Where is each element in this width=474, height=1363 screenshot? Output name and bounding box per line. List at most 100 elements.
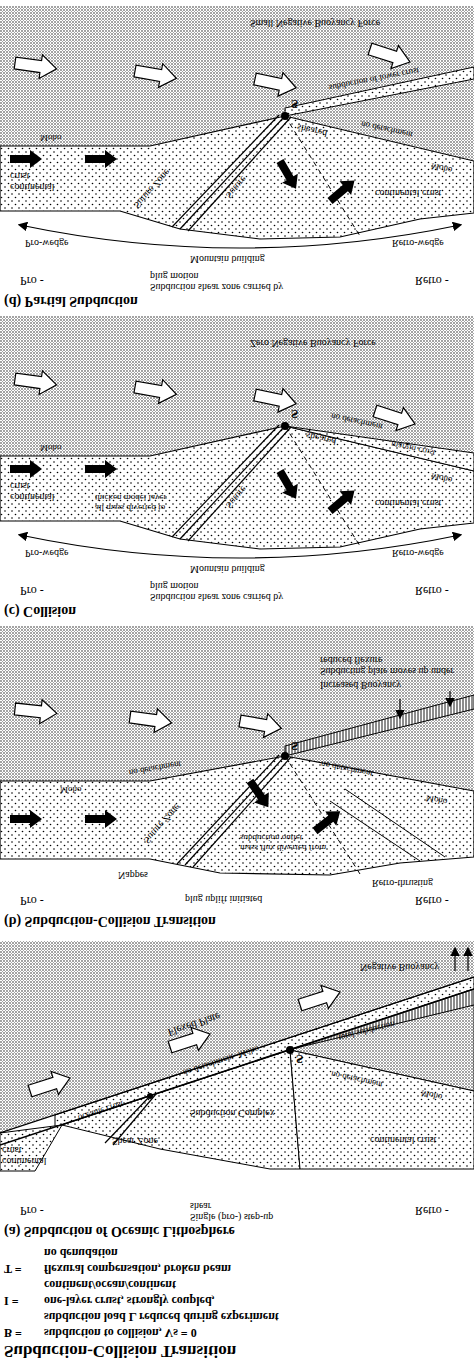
annotation-label: Pro - — [20, 1204, 44, 1217]
illustration-part — [286, 1046, 294, 1054]
annotation-label: Mountain building — [190, 254, 265, 265]
illustration-part — [85, 460, 117, 478]
illustration-part — [133, 59, 179, 90]
annotation-label: all mass diverted to thicken model layer — [95, 493, 190, 513]
illustration-part — [0, 989, 474, 1145]
annotation-label: continental crust — [10, 171, 70, 193]
annotation-label: one-layer crust, strongly coupled, — [44, 1294, 215, 1307]
annotation-label: (a) Subduction of Oceanic Lithosphere — [4, 1223, 235, 1239]
annotation-label: continental crust — [375, 498, 465, 509]
illustration-part — [180, 116, 285, 229]
annotation-label: Retro-wedge — [392, 238, 444, 249]
annotation-label: Subduction shear zone carried by plug mo… — [150, 581, 300, 603]
illustration-part — [0, 426, 474, 549]
illustration-part — [128, 705, 173, 735]
annotation-label: Subduction Complex — [190, 1108, 275, 1119]
annotation-label: continental crust — [370, 1135, 460, 1146]
annotation-label: subduction to collision, Vs = 0 — [44, 1326, 197, 1339]
illustration-part — [20, 535, 460, 558]
illustration-part — [85, 150, 117, 168]
annotation-label: Subducting plate moves up under reduced … — [320, 655, 470, 677]
illustration-part — [0, 977, 474, 1133]
annotation-label: S — [291, 96, 298, 111]
illustration-part — [290, 1050, 474, 1169]
illustration-part — [188, 117, 291, 231]
illustration-part — [0, 316, 474, 456]
illustration-part — [13, 51, 58, 81]
illustration-part — [454, 949, 455, 971]
illustration-part — [238, 709, 284, 740]
illustration-part — [14, 697, 58, 725]
illustration-part — [20, 225, 460, 248]
annotation-label: Retro - — [415, 894, 449, 907]
annotation-label: (d) Partial Subduction — [4, 293, 138, 309]
annotation-label: Nappes — [118, 870, 148, 881]
annotation-label: plug uplift initiated — [185, 894, 262, 905]
annotation-label: Single (pro-) step-up shear — [190, 1201, 275, 1223]
annotation-label: Retro-wedge — [392, 548, 444, 559]
illustration-part — [0, 756, 474, 875]
annotation-label: Retro-thrusting — [372, 878, 433, 889]
annotation-label: no denudation — [44, 1246, 118, 1259]
illustration-part — [285, 695, 474, 756]
illustration-part — [324, 484, 360, 518]
annotation-label: continent/ocean/continent — [44, 1278, 176, 1291]
illustration-part — [13, 367, 58, 397]
annotation-label: Moho — [40, 133, 62, 143]
illustration-part — [172, 115, 279, 227]
annotation-label: Pro-wedge — [25, 548, 68, 559]
annotation-label: T = — [4, 1262, 22, 1275]
illustration-part — [272, 157, 304, 194]
diagram-title: Subduction-Collision Transition — [4, 1342, 236, 1361]
annotation-label: subduction load L reduced during experim… — [44, 1310, 279, 1323]
annotation-label: Subduction shear zone carried by plug mo… — [150, 271, 300, 293]
illustration-part — [243, 776, 276, 813]
illustration-part — [0, 1125, 62, 1171]
illustration-part — [281, 752, 289, 760]
annotation-label: Small Negative Buoyancy Force — [250, 18, 380, 29]
illustration-part — [10, 810, 42, 828]
illustration-part — [147, 1093, 153, 1099]
illustration-part — [399, 699, 400, 717]
annotation-label: Moho — [60, 785, 82, 795]
annotation-label: mass flux diverted from subduction outle… — [240, 833, 340, 853]
panel-d — [0, 6, 474, 248]
illustration-part — [449, 691, 450, 705]
annotation-label: continental crust — [375, 188, 465, 199]
illustration-part — [281, 112, 289, 120]
illustration-part — [0, 116, 474, 239]
illustration-part — [285, 426, 474, 471]
annotation-label: Shear Zone — [112, 1136, 158, 1147]
annotation-label: Retro - — [415, 274, 449, 287]
annotation-label: S — [296, 1051, 303, 1066]
illustration-part — [26, 1067, 73, 1103]
annotation-label: Pro - — [20, 584, 44, 597]
annotation-label: Negative Buoyancy — [360, 962, 439, 973]
illustration-part — [188, 427, 291, 541]
illustration-part — [85, 810, 117, 828]
annotation-label: Moho — [40, 443, 62, 453]
annotation-label: Mountain building — [190, 564, 265, 575]
panel-a — [0, 941, 474, 1171]
annotation-label: (b) Subduction-Collision Transition — [4, 913, 216, 929]
annotation-label: S — [291, 738, 298, 753]
illustration-part — [10, 460, 42, 478]
annotation-label: Pro-wedge — [25, 238, 68, 249]
illustration-part — [253, 67, 299, 99]
panel-b — [0, 626, 474, 875]
illustration-part — [172, 425, 279, 537]
annotation-label: Zero Negative Buoyancy Force — [250, 338, 376, 349]
annotation-label: flexural compensation, broken beam — [44, 1262, 231, 1275]
annotation-label: Retro - — [415, 584, 449, 597]
annotation-label: continental crust — [2, 1145, 52, 1167]
illustration-part — [281, 422, 289, 430]
annotation-label: I = — [4, 1294, 19, 1307]
annotation-label: S — [291, 406, 298, 421]
annotation-label: B = — [4, 1326, 22, 1339]
illustration-part — [309, 804, 345, 838]
illustration-part — [62, 1050, 300, 1169]
illustration-part — [272, 467, 304, 504]
annotation-label: Retro - — [415, 1204, 449, 1217]
